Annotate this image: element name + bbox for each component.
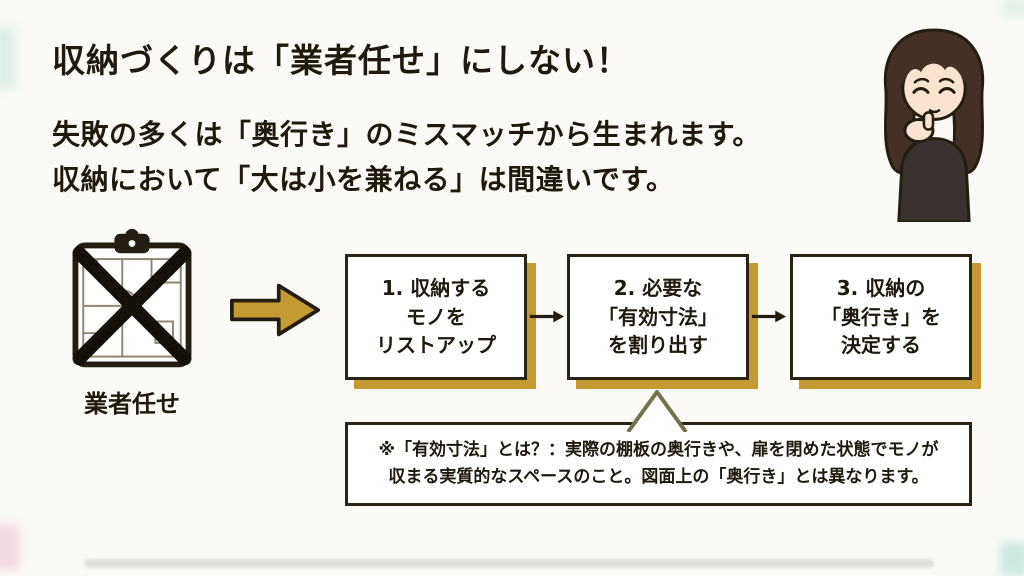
- step-2-line-1: 2. 必要な: [613, 276, 703, 301]
- clipboard-blueprint-x-icon: [54, 226, 210, 376]
- right-arrow-icon: [751, 308, 787, 325]
- page-title: 収納づくりは「業者任せ」にしない！: [52, 41, 630, 80]
- flow-step-2: 2. 必要な 「有効寸法」 を割り出す: [567, 254, 749, 380]
- note-line-1: ※「有効寸法」とは？：実際の棚板の奥行きや、扉を閉めた状態でモノが: [378, 439, 939, 460]
- thinking-woman-illustration: [866, 26, 1002, 222]
- right-arrow-icon: [529, 308, 565, 325]
- note-line-2: 収まる実質的なスペースのこと。図面上の「奥行き」とは異なります。: [388, 467, 929, 487]
- step-3-line-2: 「奥行き」を: [821, 304, 941, 329]
- decorative-edge-top-right: [1002, 0, 1024, 18]
- step-1-line-2: モノを: [406, 304, 466, 329]
- flow-step-1: 1. 収納する モノを リストアップ: [345, 254, 527, 380]
- big-right-arrow-icon: [226, 280, 324, 340]
- subtitle: 失敗の多くは「奥行き」のミスマッチから生まれます。 収納において「大は小を兼ねる…: [52, 112, 761, 203]
- rejected-method: 業者任せ: [50, 226, 214, 419]
- decorative-edge-bottom-left: [0, 524, 20, 570]
- step-3-line-1: 3. 収納の: [836, 276, 926, 301]
- decorative-bottom-bar: [84, 559, 934, 568]
- subtitle-line-1: 失敗の多くは「奥行き」のミスマッチから生まれます。: [52, 118, 761, 151]
- subtitle-line-2: 収納において「大は小を兼ねる」は間違いです。: [52, 163, 675, 197]
- decorative-edge-bottom-right: [1000, 542, 1024, 576]
- step-1-line-1: 1. 収納する: [381, 276, 491, 301]
- callout-chevron-icon: [624, 386, 690, 432]
- rejected-label: 業者任せ: [84, 390, 180, 418]
- step-2-line-3: を割り出す: [608, 333, 708, 358]
- decorative-edge-top-left: [0, 26, 16, 90]
- step-3-line-3: 決定する: [841, 333, 921, 358]
- note-box: ※「有効寸法」とは？：実際の棚板の奥行きや、扉を閉めた状態でモノが 収まる実質的…: [345, 422, 972, 506]
- step-1-line-3: リストアップ: [376, 333, 496, 358]
- flow-step-3: 3. 収納の 「奥行き」を 決定する: [790, 254, 972, 380]
- step-2-line-2: 「有効寸法」: [598, 304, 718, 329]
